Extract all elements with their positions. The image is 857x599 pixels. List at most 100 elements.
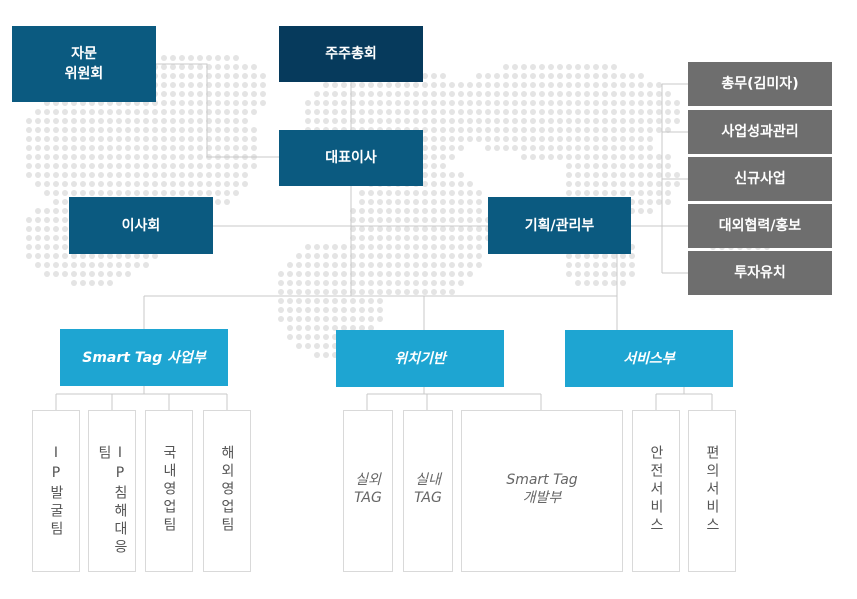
map-dot: [323, 298, 329, 304]
map-dot: [224, 127, 230, 133]
map-dot: [377, 199, 383, 205]
map-dot: [647, 91, 653, 97]
map-dot: [647, 82, 653, 88]
map-dot: [413, 109, 419, 115]
side-item-label: 사업성과관리: [721, 124, 799, 140]
map-dot: [449, 91, 455, 97]
team-convenience-service-label: 편의서비스: [704, 445, 720, 535]
advisory-committee-box: 자문 위원회: [12, 26, 156, 102]
map-dot: [566, 271, 572, 277]
map-dot: [89, 127, 95, 133]
map-dot: [674, 118, 680, 124]
map-dot: [368, 307, 374, 313]
map-dot: [620, 253, 626, 259]
map-dot: [89, 190, 95, 196]
map-dot: [314, 316, 320, 322]
map-dot: [467, 235, 473, 241]
map-dot: [404, 235, 410, 241]
map-dot: [323, 334, 329, 340]
team-convenience-service: 편의서비스: [688, 410, 736, 572]
map-dot: [395, 109, 401, 115]
map-dot: [89, 118, 95, 124]
map-dot: [53, 190, 59, 196]
map-dot: [242, 118, 248, 124]
map-dot: [116, 181, 122, 187]
map-dot: [143, 181, 149, 187]
map-dot: [575, 82, 581, 88]
map-dot: [602, 271, 608, 277]
map-dot: [386, 208, 392, 214]
map-dot: [602, 100, 608, 106]
map-dot: [152, 190, 158, 196]
map-dot: [197, 181, 203, 187]
map-dot: [53, 262, 59, 268]
map-dot: [584, 181, 590, 187]
map-dot: [440, 136, 446, 142]
map-dot: [215, 127, 221, 133]
map-dot: [557, 64, 563, 70]
map-dot: [143, 253, 149, 259]
map-dot: [134, 262, 140, 268]
map-dot: [620, 109, 626, 115]
map-dot: [521, 100, 527, 106]
map-dot: [458, 244, 464, 250]
map-dot: [152, 154, 158, 160]
map-dot: [422, 118, 428, 124]
map-dot: [188, 82, 194, 88]
map-dot: [566, 181, 572, 187]
map-dot: [35, 136, 41, 142]
map-dot: [26, 244, 32, 250]
map-dot: [602, 91, 608, 97]
map-dot: [44, 253, 50, 259]
map-dot: [638, 199, 644, 205]
map-dot: [44, 154, 50, 160]
map-dot: [71, 181, 77, 187]
map-dot: [368, 262, 374, 268]
map-dot: [395, 91, 401, 97]
map-dot: [170, 55, 176, 61]
map-dot: [530, 145, 536, 151]
map-dot: [80, 145, 86, 151]
map-dot: [197, 91, 203, 97]
map-dot: [521, 91, 527, 97]
division-smart-tag-label: Smart Tag 사업부: [82, 349, 206, 366]
map-dot: [584, 100, 590, 106]
map-dot: [53, 253, 59, 259]
map-dot: [134, 118, 140, 124]
map-dot: [215, 64, 221, 70]
map-dot: [161, 172, 167, 178]
advisory-committee-label: 자문 위원회: [64, 46, 104, 82]
map-dot: [593, 91, 599, 97]
map-dot: [98, 262, 104, 268]
map-dot: [386, 289, 392, 295]
map-dot: [458, 181, 464, 187]
team-overseas-sales-label: 해외영업팀: [219, 445, 235, 535]
team-outdoor-tag: 실외 TAG: [343, 410, 393, 572]
map-dot: [332, 307, 338, 313]
map-dot: [539, 127, 545, 133]
team-ip-discovery: IP발굴팀: [32, 410, 80, 572]
division-location-based-label: 위치기반: [394, 350, 446, 367]
map-dot: [215, 109, 221, 115]
map-dot: [215, 73, 221, 79]
map-dot: [476, 127, 482, 133]
map-dot: [395, 190, 401, 196]
map-dot: [278, 280, 284, 286]
map-dot: [224, 82, 230, 88]
map-dot: [485, 136, 491, 142]
map-dot: [305, 307, 311, 313]
map-dot: [98, 190, 104, 196]
map-dot: [512, 118, 518, 124]
map-dot: [557, 136, 563, 142]
map-dot: [656, 172, 662, 178]
map-dot: [611, 181, 617, 187]
map-dot: [665, 91, 671, 97]
map-dot: [521, 127, 527, 133]
map-dot: [80, 280, 86, 286]
map-dot: [332, 298, 338, 304]
map-dot: [53, 145, 59, 151]
map-dot: [512, 100, 518, 106]
map-dot: [467, 217, 473, 223]
map-dot: [98, 118, 104, 124]
map-dot: [440, 280, 446, 286]
